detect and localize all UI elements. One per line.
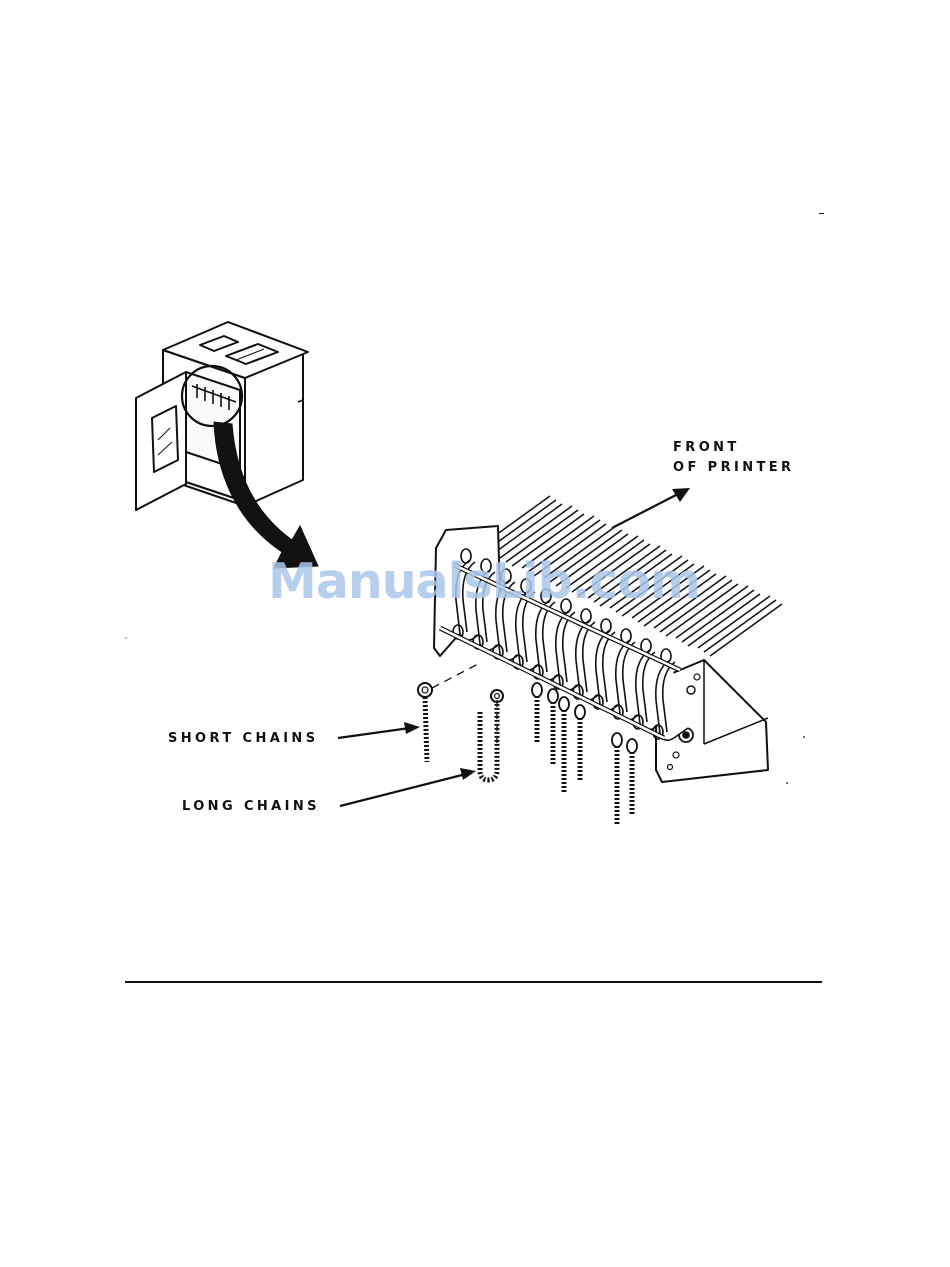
printer-cabinet (136, 322, 308, 510)
front-of-printer-label-line1: FRONT (673, 440, 740, 455)
page-divider-rule (125, 981, 822, 983)
chain-mechanism (418, 496, 782, 824)
front-of-printer-label-line2: OF PRINTER (673, 460, 794, 475)
leader-arrows (338, 722, 476, 806)
short-chains-label: SHORT CHAINS (168, 731, 318, 746)
long-chain (480, 690, 503, 780)
watermark: ManualsLib.com (268, 553, 700, 610)
short-chain (418, 683, 432, 762)
long-chains-label: LONG CHAINS (182, 799, 320, 814)
front-direction-arrow (612, 488, 690, 528)
